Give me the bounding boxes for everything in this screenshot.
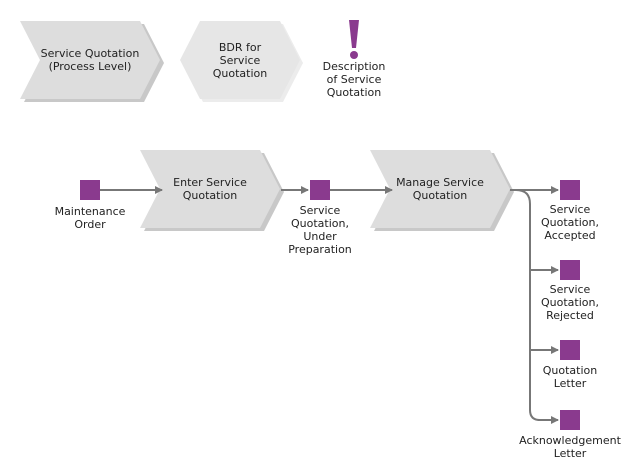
- manage-step-label: Manage Service Quotation: [396, 176, 484, 202]
- manage-service-quotation-step[interactable]: [370, 150, 514, 231]
- accepted-label: Service Quotation, Accepted: [541, 203, 599, 242]
- acknowledgement-letter-label: Acknowledgement Letter: [519, 434, 621, 460]
- information-objects: [80, 180, 580, 430]
- under-preparation-object[interactable]: [310, 180, 330, 200]
- under-preparation-label: Service Quotation, Under Preparation: [288, 204, 352, 256]
- enter-service-quotation-step[interactable]: [140, 150, 284, 231]
- quotation-letter-label: Quotation Letter: [542, 364, 598, 390]
- maintenance-order-label: Maintenance Order: [54, 205, 126, 231]
- maintenance-order-object[interactable]: [80, 180, 100, 200]
- bdr-shape[interactable]: [180, 21, 303, 102]
- connectors: [100, 186, 559, 424]
- rejected-label: Service Quotation, Rejected: [541, 283, 599, 322]
- description-label: Description of Service Quotation: [322, 60, 386, 99]
- enter-step-label: Enter Service Quotation: [173, 176, 247, 202]
- connector-branch-trunk: [515, 189, 541, 421]
- process-level-shape[interactable]: [20, 21, 164, 102]
- quotation-letter-object[interactable]: [560, 340, 580, 360]
- process-level-label: Service Quotation (Process Level): [40, 47, 140, 73]
- acknowledgement-letter-object[interactable]: [560, 410, 580, 430]
- bdr-label: BDR for Service Quotation: [212, 40, 268, 80]
- rejected-object[interactable]: [560, 260, 580, 280]
- exclamation-icon: [349, 20, 359, 59]
- accepted-object[interactable]: [560, 180, 580, 200]
